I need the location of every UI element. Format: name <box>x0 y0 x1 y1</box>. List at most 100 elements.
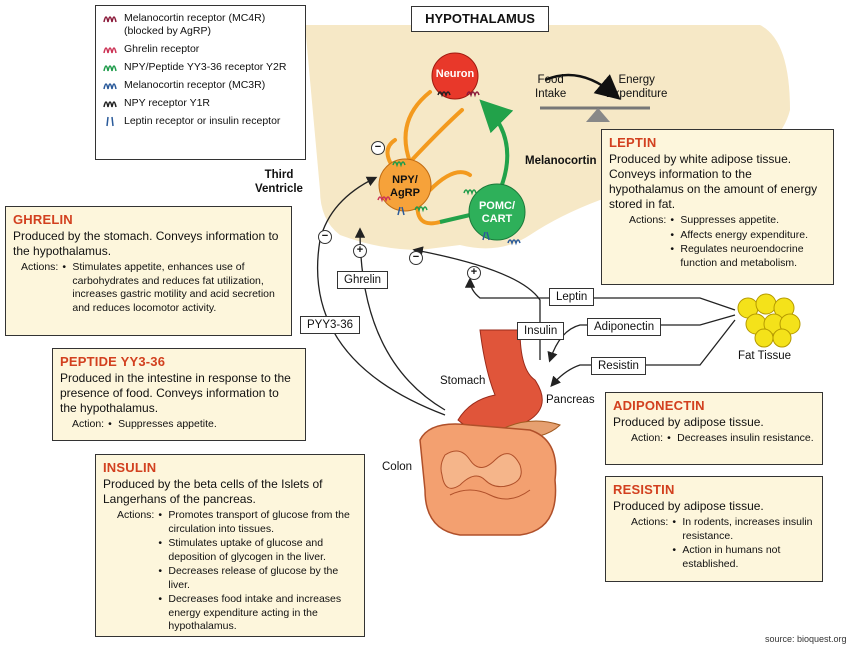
leptin-title: LEPTIN <box>609 135 657 150</box>
pyy-desc: Produced in the intestine in response to… <box>60 371 291 415</box>
insulin-tag: Insulin <box>517 322 565 340</box>
action-item: Action in humans not established. <box>672 544 815 571</box>
legend-label: NPY receptor Y1R <box>124 97 210 109</box>
pyy-info-box: PEPTIDE YY3-36 Produced in the intestine… <box>52 348 306 441</box>
y2r-receptor-icon <box>103 65 117 72</box>
resistin-info-box: RESISTIN Produced by adipose tissue. Act… <box>605 476 823 582</box>
pancreas-label: Pancreas <box>546 394 595 406</box>
ghrelin-receptor-icon <box>103 47 117 54</box>
npy-agrp-label: NPY/ AgRP <box>375 174 435 200</box>
npy-line: NPY/ <box>392 174 418 186</box>
action-item: In rodents, increases insulin resistance… <box>672 516 815 543</box>
legend-item: Melanocortin receptor (MC3R) <box>102 79 299 92</box>
plus-sign: + <box>353 244 367 258</box>
actions-label: Actions: <box>117 509 155 521</box>
food-intake-label: Food Intake <box>535 73 566 101</box>
resistin-actions: Actions: In rodents, increases insulin r… <box>631 516 815 572</box>
legend-item: Melanocortin receptor (MC4R) (blocked by… <box>102 12 299 38</box>
legend-item: Ghrelin receptor <box>102 43 299 56</box>
insulin-desc: Produced by the beta cells of the Islets… <box>103 477 323 506</box>
energy-expenditure-label: Energy Expenditure <box>606 73 667 101</box>
legend-label: NPY/Peptide YY3-36 receptor Y2R <box>124 61 287 73</box>
action-item: Decreases release of glucose by the live… <box>158 565 357 592</box>
actions-label: Actions: <box>631 516 669 528</box>
ventricle-line: Ventricle <box>255 183 303 195</box>
melanocortin-path <box>439 99 514 224</box>
cart-line: CART <box>481 213 513 225</box>
action-item: Suppresses appetite. <box>108 418 217 432</box>
ghrelin-tag: Ghrelin <box>337 271 389 289</box>
npy-agrp-node <box>378 158 432 212</box>
colon-label: Colon <box>382 461 413 473</box>
plus-sign: + <box>467 266 481 280</box>
actions-label: Action: <box>631 432 664 444</box>
minus-sign: − <box>318 230 332 244</box>
leptin-receptor-icon <box>106 116 114 127</box>
legend-label: Melanocortin receptor (MC4R) (blocked by… <box>124 12 266 37</box>
receptor-glyphs <box>377 91 521 246</box>
energy-line: Energy <box>618 74 655 86</box>
action-item: Promotes transport of glucose from the c… <box>158 509 357 536</box>
food-line: Food <box>537 74 564 86</box>
minus-sign: − <box>409 251 423 265</box>
fat-tissue-cluster <box>737 293 801 348</box>
action-item: Stimulates uptake of glucose and deposit… <box>158 537 357 564</box>
adiponectin-desc: Produced by adipose tissue. <box>613 415 764 429</box>
leptin-desc: Produced by white adipose tissue. Convey… <box>609 152 818 211</box>
third-ventricle-label: Third Ventricle <box>255 168 303 196</box>
balance-scale <box>540 73 650 122</box>
leptin-actions: Actions: Suppresses appetite. Affects en… <box>629 214 826 271</box>
action-item: Affects energy expenditure. <box>670 229 826 243</box>
third-line: Third <box>264 169 294 181</box>
legend-item: NPY/Peptide YY3-36 receptor Y2R <box>102 61 299 74</box>
agrp-line: AgRP <box>390 187 420 199</box>
receptor-legend: Melanocortin receptor (MC4R) (blocked by… <box>95 5 306 160</box>
pyy-title: PEPTIDE YY3-36 <box>60 354 166 369</box>
actions-label: Actions: <box>629 214 667 226</box>
resistin-title: RESISTIN <box>613 482 675 497</box>
adiponectin-info-box: ADIPONECTIN Produced by adipose tissue. … <box>605 392 823 465</box>
adiponectin-title: ADIPONECTIN <box>613 398 705 413</box>
pyy-tag: PYY3-36 <box>300 316 361 334</box>
action-item: Decreases food intake and increases ener… <box>158 593 357 634</box>
legend-label: Leptin receptor or insulin receptor <box>124 115 281 127</box>
resistin-tag: Resistin <box>591 357 646 375</box>
fat-tissue-label: Fat Tissue <box>738 350 792 362</box>
insulin-title: INSULIN <box>103 460 157 475</box>
ghrelin-desc: Produced by the stomach. Conveys informa… <box>13 229 279 258</box>
ghrelin-actions: Actions: Stimulates appetite, enhances u… <box>21 261 284 316</box>
mc3r-receptor-icon <box>103 83 117 90</box>
melanocortin-label: Melanocortin <box>525 155 597 167</box>
leptin-info-box: LEPTIN Produced by white adipose tissue.… <box>601 129 834 285</box>
neuron-label: Neuron <box>435 68 475 80</box>
source-credit: source: bioquest.org <box>765 634 847 644</box>
insulin-info-box: INSULIN Produced by the beta cells of th… <box>95 454 365 637</box>
actions-label: Actions: <box>21 261 59 273</box>
stomach-label: Stomach <box>440 375 486 387</box>
action-item: Stimulates appetite, enhances use of car… <box>62 261 284 315</box>
neuron-node <box>431 52 479 100</box>
legend-label: Melanocortin receptor (MC3R) <box>124 79 266 91</box>
intestines-shape <box>419 423 557 536</box>
action-item: Suppresses appetite. <box>670 214 826 228</box>
intake-line: Intake <box>535 88 567 100</box>
expenditure-line: Expenditure <box>606 88 668 100</box>
pomc-cart-node <box>468 183 526 241</box>
legend-label: Ghrelin receptor <box>124 43 200 55</box>
action-item: Regulates neuroendocrine function and me… <box>670 243 826 270</box>
ghrelin-info-box: GHRELIN Produced by the stomach. Conveys… <box>5 206 292 336</box>
y1r-receptor-icon <box>103 101 117 108</box>
hypothalamus-title: HYPOTHALAMUS <box>411 6 549 32</box>
adiponectin-actions: Action: Decreases insulin resistance. <box>631 432 815 447</box>
leptin-tag: Leptin <box>549 288 595 306</box>
signal-lines <box>316 176 736 416</box>
mc4r-receptor-icon <box>103 16 117 23</box>
action-item: Decreases insulin resistance. <box>667 432 814 446</box>
ghrelin-title: GHRELIN <box>13 212 73 227</box>
legend-item: NPY receptor Y1R <box>102 97 299 110</box>
resistin-desc: Produced by adipose tissue. <box>613 499 764 513</box>
adiponectin-tag: Adiponectin <box>587 318 662 336</box>
pomc-cart-label: POMC/ CART <box>467 200 527 226</box>
insulin-actions: Actions: Promotes transport of glucose f… <box>117 509 357 635</box>
